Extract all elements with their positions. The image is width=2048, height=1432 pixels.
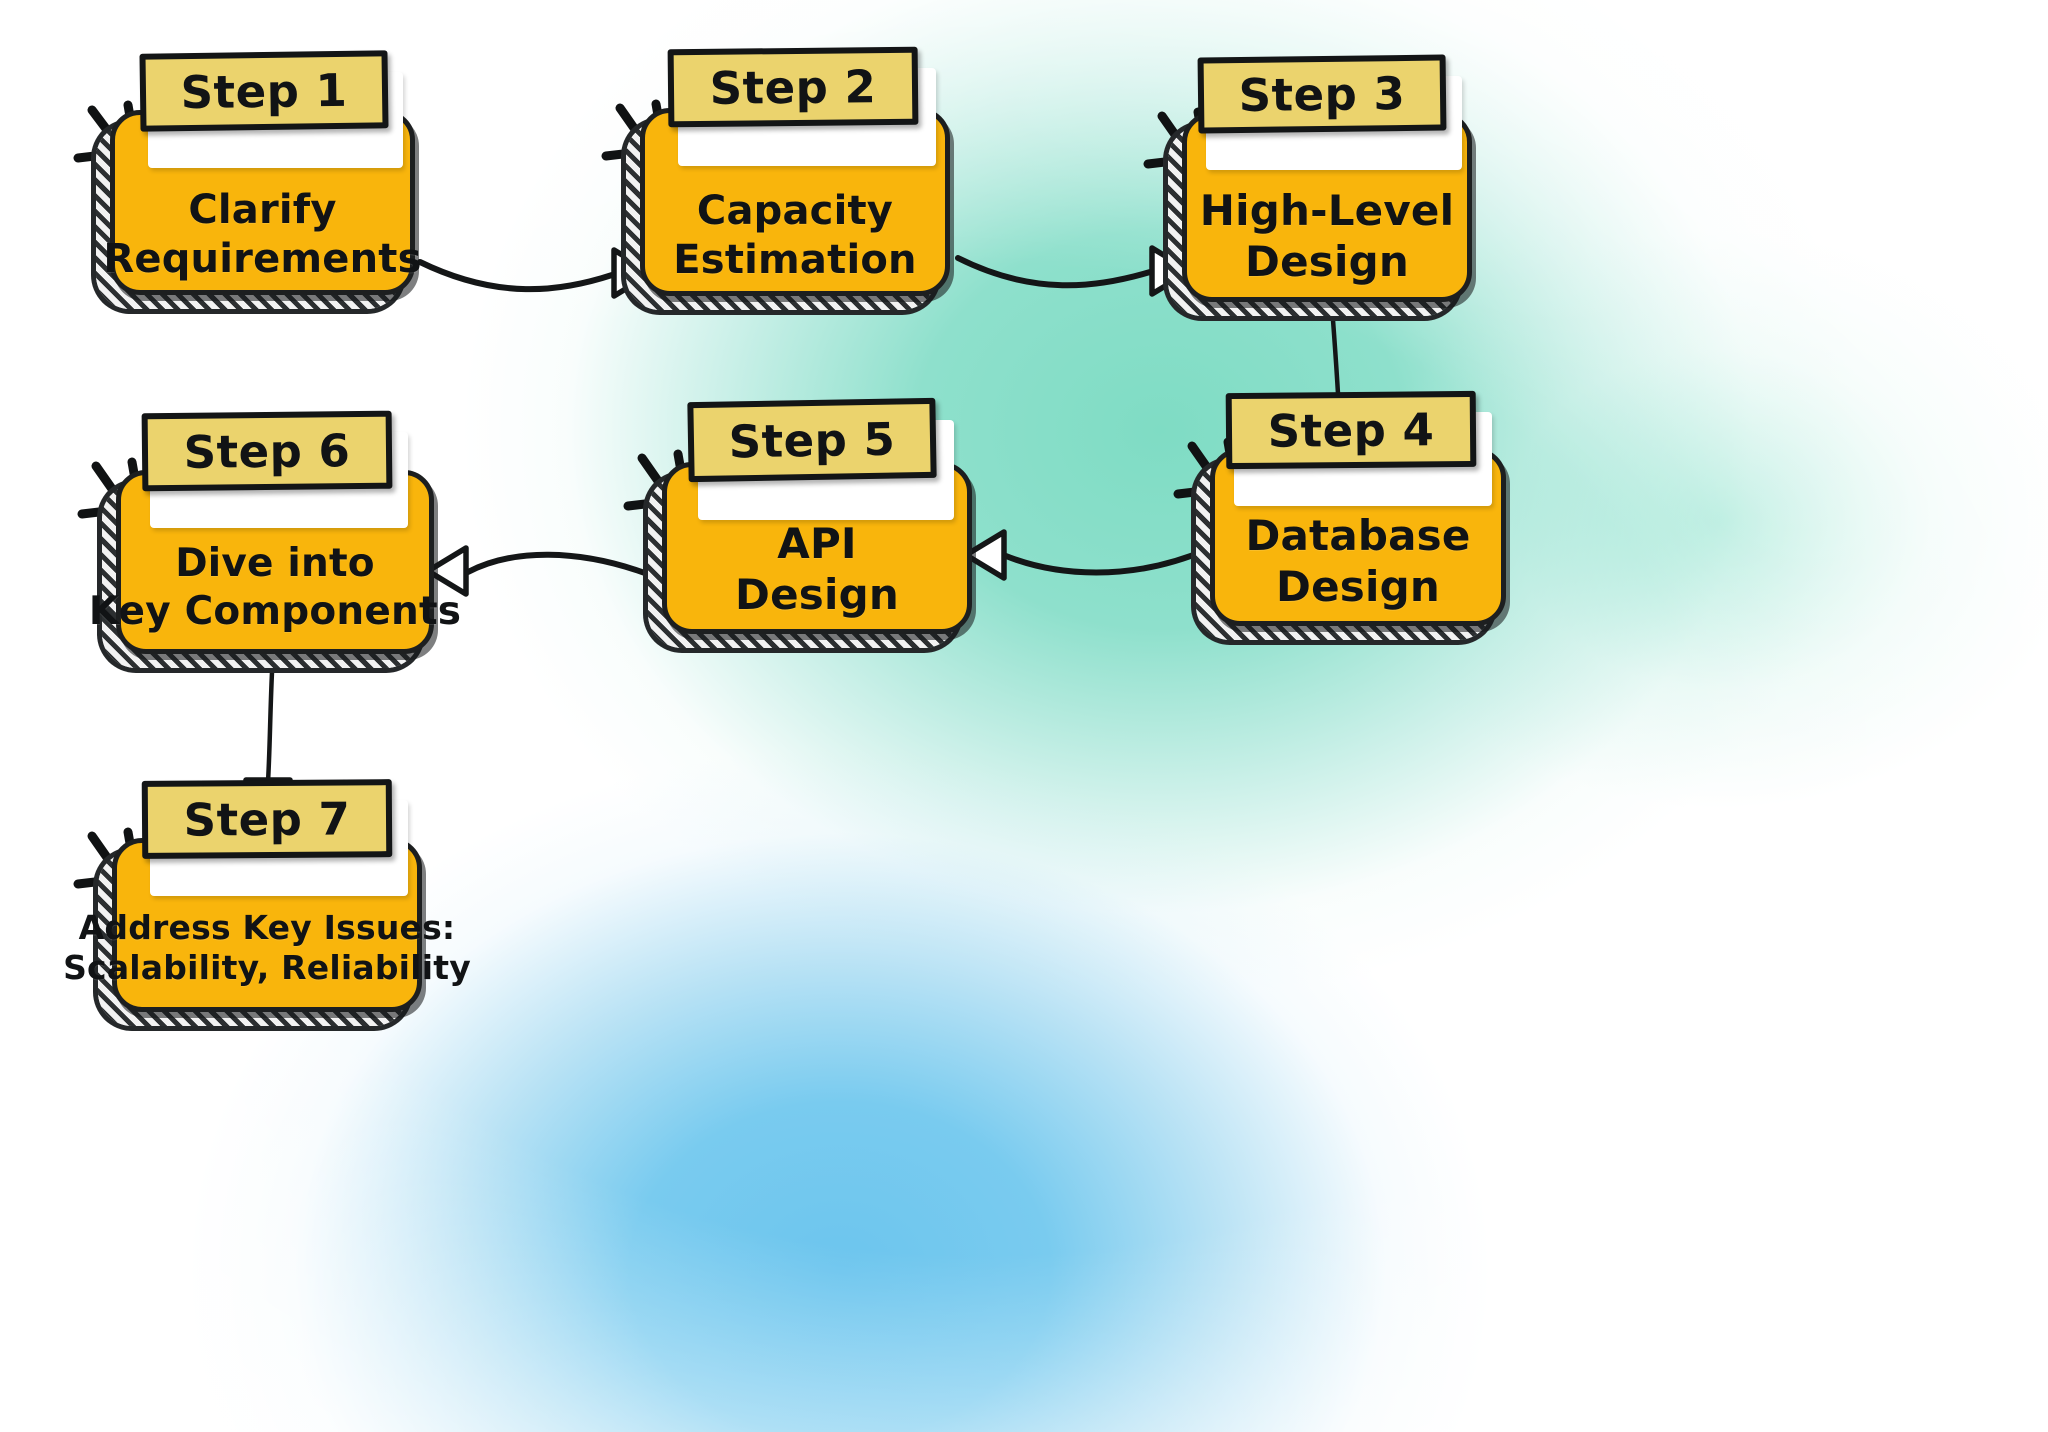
card-label-line: Design — [1276, 562, 1440, 611]
card-label-line: API — [777, 518, 857, 568]
card-label-line: Dive into — [175, 541, 375, 587]
node-step-7[interactable]: Step 7 Address Key Issues: Scalability, … — [63, 779, 471, 1026]
card-label-line: High-Level — [1199, 185, 1455, 235]
card-label: Clarify Requirements — [103, 175, 421, 295]
step-tab: Step 1 — [139, 50, 389, 132]
node-step-5[interactable]: Step 5 API Design — [648, 397, 972, 648]
card-label-line: Capacity — [696, 188, 894, 235]
card-label: Address Key Issues: Scalability, Reliabi… — [63, 884, 471, 1012]
step-tab: Step 6 — [141, 410, 393, 492]
card-label: Database Design — [1210, 496, 1506, 626]
step-tab: Step 3 — [1197, 54, 1447, 134]
node-step-1[interactable]: Step 1 Clarify Requirements — [96, 50, 421, 309]
card-label-line: Estimation — [673, 237, 917, 283]
node-step-4[interactable]: Step 4 Database Design — [1196, 390, 1506, 640]
node-step-3[interactable]: Step 3 High-Level Design — [1168, 54, 1472, 316]
edge-step4-step5 — [963, 529, 1209, 581]
edge-step5-step6 — [425, 545, 661, 597]
card-label-line: Database — [1245, 510, 1471, 560]
card-label-line: Address Key Issues: — [78, 907, 456, 947]
card-label: Capacity Estimation — [640, 176, 950, 296]
step-tab: Step 5 — [687, 397, 937, 483]
card-label-line: Scalability, Reliability — [63, 948, 471, 987]
card-label: High-Level Design — [1182, 170, 1472, 302]
edge-step2-step3 — [955, 245, 1193, 297]
card-label-line: Design — [735, 570, 899, 619]
step-tab: Step 7 — [141, 779, 393, 859]
card-label: API Design — [662, 504, 972, 634]
card-label: Dive into Key Components — [89, 522, 461, 654]
step-tab: Step 4 — [1225, 390, 1477, 470]
node-step-2[interactable]: Step 2 Capacity Estimation — [626, 46, 950, 310]
card-label-line: Key Components — [88, 589, 462, 634]
card-label-line: Requirements — [103, 236, 422, 282]
step-tab: Step 2 — [667, 46, 919, 128]
card-label-line: Clarify — [188, 187, 337, 234]
node-step-6[interactable]: Step 6 Dive into Key Components — [89, 410, 461, 668]
card-label-line: Design — [1245, 237, 1409, 286]
